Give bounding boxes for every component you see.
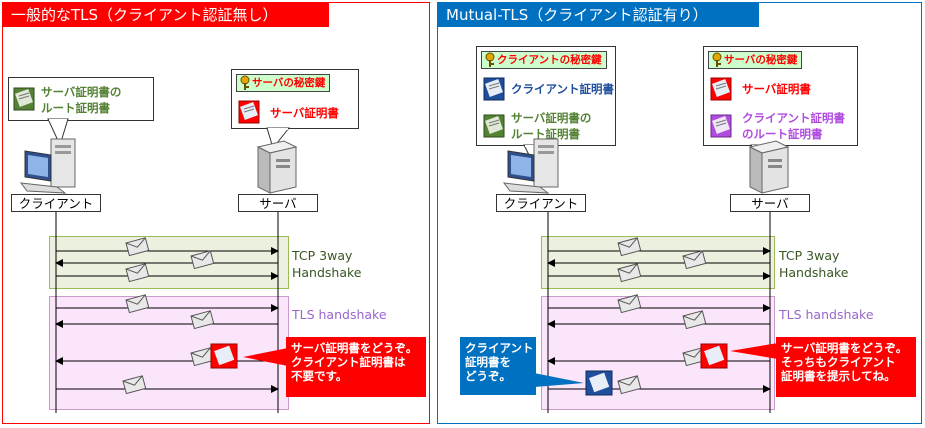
right-client-speech-bubble: クライアント 証明書を どうぞ。 <box>460 337 536 395</box>
client-private-key-label: クライアントの秘密鍵 <box>497 54 602 66</box>
key-icon <box>485 52 495 67</box>
tls-handshake-band <box>541 296 775 410</box>
server-cert-sent-icon <box>210 343 238 369</box>
bubble-line: 不要です。 <box>291 369 348 383</box>
client-root-cert-callout: サーバ証明書の ルート証明書 <box>8 77 154 121</box>
right-panel-title: Mutual-TLS（クライアント認証有り） <box>438 3 759 27</box>
client-root-line2: ルート証明書 <box>511 127 580 141</box>
envelope-icon <box>617 294 642 314</box>
envelope-icon <box>617 375 642 395</box>
envelope-icon <box>682 250 707 270</box>
client-label: クライアント <box>11 194 101 212</box>
bubble-line: サーバ証明書をどうぞ。 <box>291 341 418 355</box>
tcp-label-line1: TCP 3way <box>779 248 840 263</box>
client-root-cert-line2: ルート証明書 <box>41 101 110 115</box>
root-cert-icon <box>483 114 505 138</box>
envelope-icon <box>617 263 642 283</box>
server-private-key-label: サーバの秘密鍵 <box>252 77 326 89</box>
server-callout-pointer <box>266 127 291 150</box>
server-cert-sent-icon <box>700 343 728 369</box>
server-private-key-label: サーバの秘密鍵 <box>724 54 798 66</box>
envelope-icon <box>125 294 150 314</box>
server-cert-callout: サーバの秘密鍵 サーバ証明書 クライアント証明書 のルート証明書 <box>703 46 858 146</box>
server-tower-icon <box>256 140 298 194</box>
server-cert-label: サーバ証明書 <box>270 106 339 120</box>
server-cert-callout: サーバの秘密鍵 サーバ証明書 <box>231 69 359 129</box>
client-cert-sent-icon <box>585 370 613 396</box>
left-sequence <box>55 212 288 413</box>
client-root-cert-line1: サーバ証明書の <box>41 85 122 99</box>
server-private-key: サーバの秘密鍵 <box>236 74 331 92</box>
envelope-icon <box>190 250 215 270</box>
tls-handshake-band <box>49 296 289 410</box>
client-computer-icon <box>19 138 76 194</box>
client-private-key: クライアントの秘密鍵 <box>481 51 607 69</box>
server-cert-icon <box>238 100 260 124</box>
server-tower-icon <box>748 140 790 194</box>
envelope-icon <box>125 237 150 257</box>
client-label: クライアント <box>496 194 586 212</box>
right-panel: Mutual-TLS（クライアント認証有り） クライアントの秘密鍵 クライアント… <box>437 2 922 424</box>
tls-label: TLS handshake <box>779 307 874 322</box>
bubble-line: 証明書を <box>465 355 511 369</box>
bubble-line: そっちもクライアント <box>781 355 896 369</box>
server-root-line2: のルート証明書 <box>742 127 823 141</box>
bubble-line: サーバ証明書をどうぞ。 <box>781 341 908 355</box>
right-client-bubble-pointer <box>534 373 584 387</box>
client-computer-icon <box>502 138 559 194</box>
envelope-icon <box>617 237 642 257</box>
server-cert-icon <box>710 77 732 101</box>
bubble-line: どうぞ。 <box>465 369 511 383</box>
tcp-label-line2: Handshake <box>292 265 362 280</box>
client-cert-label: クライアント証明書 <box>511 82 615 96</box>
server-cert-label: サーバ証明書 <box>742 82 811 96</box>
right-server-bubble-pointer <box>730 343 778 359</box>
key-icon <box>240 75 250 90</box>
envelope-icon <box>190 310 215 330</box>
tcp-label-line1: TCP 3way <box>292 248 353 263</box>
envelope-icon <box>122 375 147 395</box>
client-root-cert-icon <box>710 114 732 138</box>
left-bubble-pointer <box>243 348 288 366</box>
key-icon <box>712 52 722 67</box>
client-callout-pointer <box>47 118 69 147</box>
envelope-icon <box>125 263 150 283</box>
root-cert-icon <box>13 87 35 111</box>
left-panel-title: 一般的なTLS（クライアント認証無し） <box>3 3 329 27</box>
bubble-line: クライアント <box>465 341 534 355</box>
right-server-speech-bubble: サーバ証明書をどうぞ。 そっちもクライアント 証明書を提示してね。 <box>776 337 916 397</box>
client-cert-icon <box>483 77 505 101</box>
right-sequence <box>534 212 778 413</box>
server-label: サーバ <box>238 194 318 212</box>
server-label: サーバ <box>730 194 810 212</box>
tls-label: TLS handshake <box>292 307 387 322</box>
left-speech-bubble: サーバ証明書をどうぞ。 クライアント証明書は 不要です。 <box>286 337 426 397</box>
bubble-line: クライアント証明書は <box>291 355 406 369</box>
client-root-line1: サーバ証明書の <box>511 111 592 125</box>
client-cert-callout: クライアントの秘密鍵 クライアント証明書 サーバ証明書の ルート証明書 <box>476 46 616 146</box>
left-panel: 一般的なTLS（クライアント認証無し） サーバ証明書の ルート証明書 クライアン… <box>2 2 430 424</box>
bubble-line: 証明書を提示してね。 <box>781 369 896 383</box>
server-root-line1: クライアント証明書 <box>742 111 846 125</box>
envelope-icon <box>190 347 215 367</box>
envelope-icon <box>682 310 707 330</box>
server-private-key: サーバの秘密鍵 <box>708 51 803 69</box>
tcp-label-line2: Handshake <box>779 265 849 280</box>
